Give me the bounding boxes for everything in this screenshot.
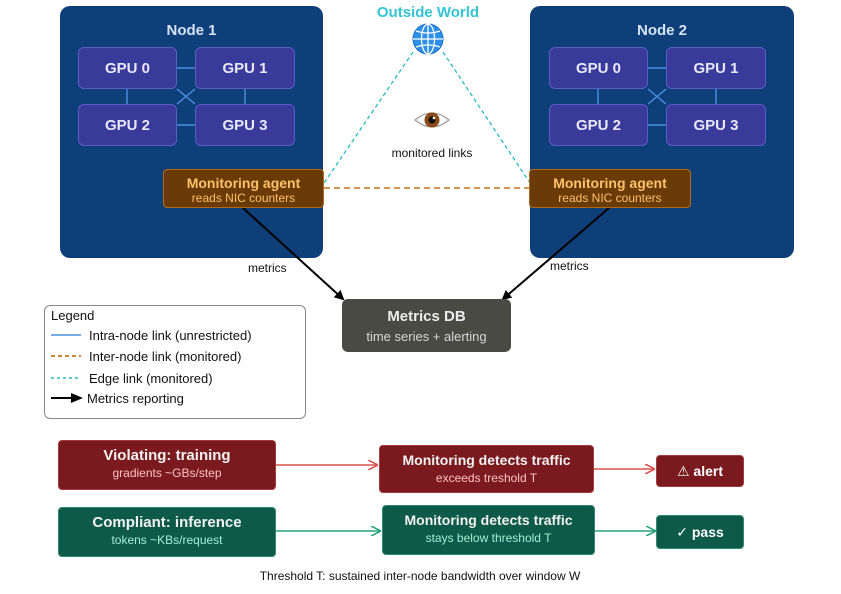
node-1-metrics-label: metrics [248, 261, 287, 275]
legend-item-metrics: Metrics reporting [49, 390, 184, 406]
node-1-monitoring-agent: Monitoring agent reads NIC counters [163, 169, 324, 208]
node-2-monitoring-agent: Monitoring agent reads NIC counters [529, 169, 691, 208]
compliant-detector-title: Monitoring detects traffic [404, 512, 573, 528]
legend-swatch-dashed-cyan [49, 370, 83, 386]
node-1-gpu-2: GPU 2 [78, 104, 177, 146]
metrics-db: Metrics DB time series + alerting [342, 299, 511, 352]
legend-item-inter-node: Inter-node link (monitored) [49, 348, 241, 364]
node-2-gpu-0: GPU 0 [549, 47, 648, 89]
node-1-agent-title: Monitoring agent [186, 175, 301, 191]
legend-swatch-black-arrow [49, 390, 83, 406]
node-2-gpu-1: GPU 1 [666, 47, 766, 89]
legend-item-intra-node: Intra-node link (unrestricted) [49, 327, 252, 343]
legend-swatch-solid-blue [49, 327, 83, 343]
legend-label: Inter-node link (monitored) [89, 348, 242, 364]
legend-label: Metrics reporting [87, 390, 184, 406]
node-2-gpu-3: GPU 3 [666, 104, 766, 146]
threshold-footnote: Threshold T: sustained inter-node bandwi… [259, 569, 581, 583]
edge-link-node-2 [442, 51, 533, 187]
violating-source-subtitle: gradients ~GBs/step [112, 466, 222, 480]
metrics-db-subtitle: time series + alerting [366, 329, 487, 344]
compliant-detector-subtitle: stays below threshold T [425, 531, 552, 545]
legend-swatch-dashed-orange [49, 348, 83, 364]
compliant-source-title: Compliant: inference [92, 514, 242, 531]
node-2-agent-title: Monitoring agent [553, 175, 667, 191]
node-2-agent-subtitle: reads NIC counters [558, 191, 662, 205]
violating-detector-title: Monitoring detects traffic [402, 452, 571, 468]
legend: Legend Intra-node link (unrestricted) In… [44, 305, 306, 419]
metrics-db-title: Metrics DB [387, 308, 466, 325]
edge-link-node-1 [321, 51, 414, 187]
pass-badge: ✓ pass [656, 515, 744, 549]
globe-icon [411, 22, 445, 56]
compliant-detector-box: Monitoring detects traffic stays below t… [382, 505, 595, 555]
node-1-gpu-3: GPU 3 [195, 104, 295, 146]
compliant-source-box: Compliant: inference tokens ~KBs/request [58, 507, 276, 557]
compliant-source-subtitle: tokens ~KBs/request [111, 533, 223, 547]
violating-source-box: Violating: training gradients ~GBs/step [58, 440, 276, 490]
eye-icon [413, 106, 451, 134]
node-1-gpu-0: GPU 0 [78, 47, 177, 89]
node-1-gpu-1: GPU 1 [195, 47, 295, 89]
node-2-metrics-label: metrics [550, 259, 589, 273]
outside-world-title: Outside World [376, 4, 480, 21]
violating-detector-subtitle: exceeds treshold T [435, 471, 538, 485]
legend-label: Edge link (monitored) [89, 370, 213, 386]
node-1-title: Node 1 [166, 22, 217, 39]
node-2-gpu-2: GPU 2 [549, 104, 648, 146]
alert-badge: ⚠ alert [656, 455, 744, 487]
monitored-links-label: monitored links [391, 146, 473, 160]
legend-title: Legend [51, 308, 95, 323]
node-1-agent-subtitle: reads NIC counters [191, 191, 296, 205]
legend-label: Intra-node link (unrestricted) [89, 327, 252, 343]
violating-detector-box: Monitoring detects traffic exceeds tresh… [379, 445, 594, 493]
legend-item-edge: Edge link (monitored) [49, 370, 213, 386]
node-2-title: Node 2 [636, 22, 687, 39]
violating-source-title: Violating: training [103, 447, 231, 464]
